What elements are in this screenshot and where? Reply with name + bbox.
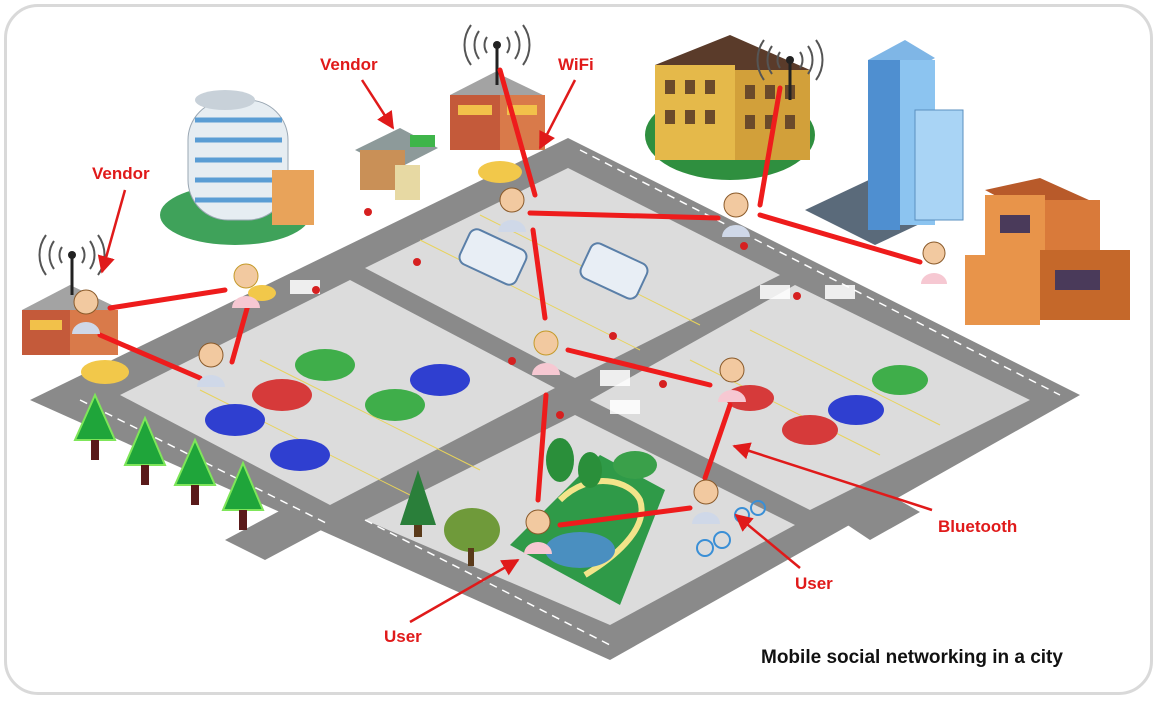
link-center-user4 — [565, 347, 713, 388]
label-vendor-left: Vendor — [92, 164, 150, 183]
user-avatar-icon — [718, 357, 746, 402]
classical-building-icon — [645, 35, 815, 180]
antenna-icon — [38, 234, 106, 295]
arrow-wifi — [538, 79, 577, 150]
lane-marking — [79, 399, 331, 526]
park — [510, 455, 665, 605]
user-avatar-icon — [722, 192, 750, 237]
car-icon — [81, 161, 928, 471]
link-center-park — [535, 392, 549, 503]
user-avatar-icon — [197, 342, 225, 387]
link-userA-userB — [229, 302, 251, 365]
diagram-caption: Mobile social networking in a city — [761, 647, 1063, 668]
arrow-vendor-left — [97, 189, 127, 274]
vendor-shop-left-icon — [22, 285, 118, 355]
road-network — [30, 138, 1080, 660]
bus-icon — [458, 228, 649, 300]
block-north — [365, 168, 780, 378]
label-user-right: User — [795, 574, 833, 593]
link-vendor-userB — [97, 332, 203, 381]
user-avatar-icon — [524, 509, 552, 554]
lane-marking — [579, 149, 1061, 396]
arrow-vendor-top — [360, 79, 395, 130]
user-avatar-icon — [921, 241, 947, 284]
tree-icon — [400, 438, 657, 566]
road-extension-right — [840, 495, 920, 540]
street-lamps — [312, 208, 801, 419]
arrow-user-left — [409, 558, 520, 624]
link-user1-center — [530, 227, 548, 321]
buildings — [22, 35, 1130, 355]
trees — [73, 392, 657, 566]
road-ground — [30, 138, 1080, 660]
link-park-bike — [557, 505, 693, 528]
label-vendor-top: Vendor — [320, 55, 378, 74]
link-antenna2-user2 — [757, 85, 783, 208]
lane-marking — [364, 519, 611, 646]
user-avatar-icon — [498, 187, 526, 232]
user-avatar-icon — [232, 263, 260, 308]
gas-station-icon — [355, 128, 438, 200]
label-arrows — [97, 79, 933, 624]
arrow-bluetooth — [732, 442, 933, 512]
user-avatar-icon — [532, 330, 560, 375]
link-vendor-userA — [107, 287, 228, 311]
shopping-mall-icon — [965, 178, 1130, 325]
user-avatar-icon — [72, 289, 100, 334]
link-user2-user3 — [757, 212, 923, 265]
vehicles — [81, 161, 928, 557]
antenna-icon — [463, 24, 531, 85]
link-antenna-user1 — [497, 67, 538, 198]
block-east — [590, 285, 1030, 510]
link-user4-bike — [702, 402, 733, 481]
users — [72, 187, 947, 554]
link-user1-user2 — [527, 210, 721, 221]
antenna-icon — [756, 39, 824, 100]
skyscraper-icon — [805, 40, 964, 245]
block-west — [120, 280, 555, 505]
office-tower-icon — [160, 90, 314, 245]
label-user-left: User — [384, 627, 422, 646]
label-bluetooth: Bluetooth — [938, 517, 1018, 536]
network-links — [97, 67, 923, 528]
user-avatar-icon — [692, 479, 720, 524]
pond — [545, 532, 615, 568]
label-wifi: WiFi — [558, 55, 594, 74]
tree-icon — [73, 392, 265, 530]
arrow-user-right — [734, 513, 801, 569]
